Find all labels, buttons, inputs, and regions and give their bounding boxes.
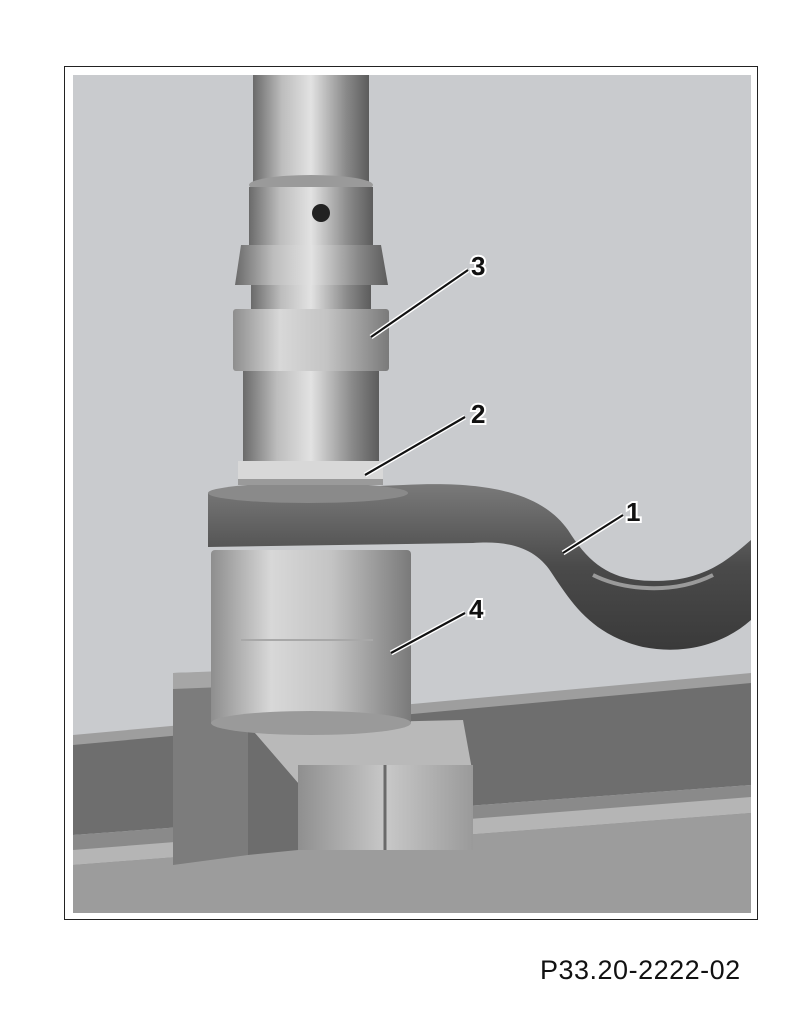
- callout-4: 4: [469, 594, 484, 624]
- figure-frame: 1 2 3 4: [64, 66, 758, 920]
- axle-shaft: [233, 75, 389, 485]
- washer-2: [238, 461, 383, 481]
- figure-reference: P33.20-2222-02: [540, 955, 741, 985]
- callout-1: 1: [626, 497, 640, 527]
- ring-3: [233, 309, 389, 371]
- callout-leaders: [363, 267, 625, 656]
- sleeve-tool: [211, 550, 411, 735]
- steering-arm: [208, 483, 751, 650]
- assembly-photo: 1 2 3 4: [73, 75, 751, 913]
- callout-3: 3: [471, 251, 485, 281]
- callout-2: 2: [471, 399, 485, 429]
